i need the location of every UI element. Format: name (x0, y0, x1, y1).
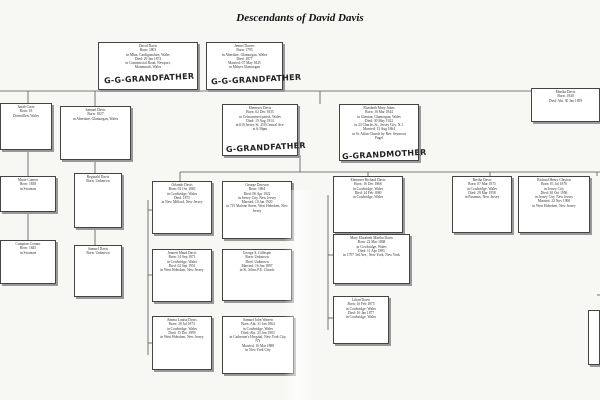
person-box-ebenezer-richard-davis[interactable]: Ebenezer Richard Davis Born: 16 Dec 1866… (333, 176, 403, 233)
person-text: Marie Connor Born: 1838 in Swansea (17, 178, 39, 191)
person-box-sarah-carte[interactable]: Sarah Carte Born: 18 Drinwillen, Wales (0, 103, 52, 150)
person-box-david-davis[interactable]: David Davis Born: 1803 in Mlan, Cardigan… (98, 42, 198, 90)
person-text: Compton Connor Born: 1845 in Swansea (15, 242, 41, 255)
person-box-martha-davis[interactable]: Martha Davis Born: 1840 Died: Abt. 30 Ja… (531, 88, 600, 122)
person-text: Martha Davis Born: 1840 Died: Abt. 30 Ja… (548, 90, 583, 103)
person-text: George S. Gillespie Born: Unknown Died: … (239, 251, 275, 273)
person-box-elizabeth-mary-johns[interactable]: Elizabeth Mary Johns Born: 10 Mar 1844 i… (339, 104, 419, 161)
person-box-emma-louisa-davis[interactable]: Emma Louisa Davis Born: 30 Jul 1873 in C… (152, 316, 212, 370)
person-text: Orlando Davis Born: 02 Oct 1865 in Cowbr… (161, 183, 203, 205)
person-text: Samuel John Warren Born: Abt. 31 Jan 186… (229, 318, 287, 353)
person-box-samuel-davis-1827[interactable]: Samuel Davis Born: 1827 in Aberdare, Gla… (60, 106, 131, 160)
person-text: Lilian Davis Born: 16 Feb 1875 in Cowbri… (345, 298, 377, 320)
person-text: Ebenezer Richard Davis Born: 16 Dec 1866… (350, 178, 386, 200)
person-box-george-dawson[interactable]: George Dawson Born: 1864 Died: 06 Apr 19… (222, 181, 292, 239)
person-text: Ebenezer Davis Born: 02 Dec 1835 in Cefn… (235, 106, 285, 132)
person-text: Jennett Maud Davis Born: 14 Sep 1871 in … (160, 251, 204, 273)
person-box-samuel-davis-unknown[interactable]: Samuel Davis Born: Unknown (74, 245, 122, 297)
person-box-samuel-john-warren[interactable]: Samuel John Warren Born: Abt. 31 Jan 186… (222, 316, 294, 374)
person-box-george-gillespie[interactable]: George S. Gillespie Born: Unknown Died: … (222, 249, 292, 301)
person-box-jennet-davies[interactable]: Jennet Davies Born: 1795 in Aberdare, Gl… (206, 42, 283, 90)
chart-title: Descendants of David Davis (236, 12, 364, 24)
person-text: Mary Elizabeth Martha Davis Born: 22 Mar… (343, 236, 400, 258)
person-box-cut-off (588, 310, 600, 365)
person-box-marie-connor[interactable]: Marie Connor Born: 1838 in Swansea (0, 176, 56, 212)
person-text: Bertha Davis Born: 07 Mar 1875 in Cowbri… (464, 178, 500, 200)
person-box-ebenezer-davis[interactable]: Ebenezer Davis Born: 02 Dec 1835 in Cefn… (222, 104, 298, 156)
person-text: Samuel Davis Born: Unknown (86, 247, 110, 256)
person-box-jennett-maud-davis[interactable]: Jennett Maud Davis Born: 14 Sep 1871 in … (152, 249, 212, 302)
person-text: George Dawson Born: 1864 Died: 06 Apr 19… (226, 183, 288, 213)
person-text: Reginald Davis Born: Unknown (86, 175, 110, 184)
person-box-compton-connor[interactable]: Compton Connor Born: 1845 in Swansea (0, 240, 56, 284)
person-box-lilian-davis[interactable]: Lilian Davis Born: 16 Feb 1875 in Cowbri… (333, 296, 389, 344)
person-box-orlando-davis[interactable]: Orlando Davis Born: 02 Oct 1865 in Cowbr… (152, 181, 212, 234)
person-text: Jennet Davies Born: 1795 in Aberdare, Gl… (221, 44, 268, 70)
person-text: Samuel Davis Born: 1827 in Aberdare, Gla… (72, 108, 119, 121)
person-text: David Davis Born: 1803 in Mlan, Cardigan… (125, 44, 171, 70)
person-text: Elizabeth Mary Johns Born: 10 Mar 1844 i… (352, 106, 406, 141)
person-text: Emma Louisa Davis Born: 30 Jul 1873 in C… (160, 318, 204, 340)
person-text: Sarah Carte Born: 18 Drinwillen, Wales (13, 105, 39, 118)
person-text: Richard Henry Clayton Born: 01 Jul 1876 … (532, 178, 576, 208)
scan-fold-mark (284, 190, 314, 400)
person-box-reginald-davis[interactable]: Reginald Davis Born: Unknown (74, 173, 122, 228)
person-box-richard-henry-clayton[interactable]: Richard Henry Clayton Born: 01 Jul 1876 … (518, 176, 590, 233)
person-box-bertha-davis[interactable]: Bertha Davis Born: 07 Mar 1875 in Cowbri… (452, 176, 512, 233)
person-box-mary-elizabeth-martha-davis[interactable]: Mary Elizabeth Martha Davis Born: 22 Mar… (333, 234, 410, 284)
